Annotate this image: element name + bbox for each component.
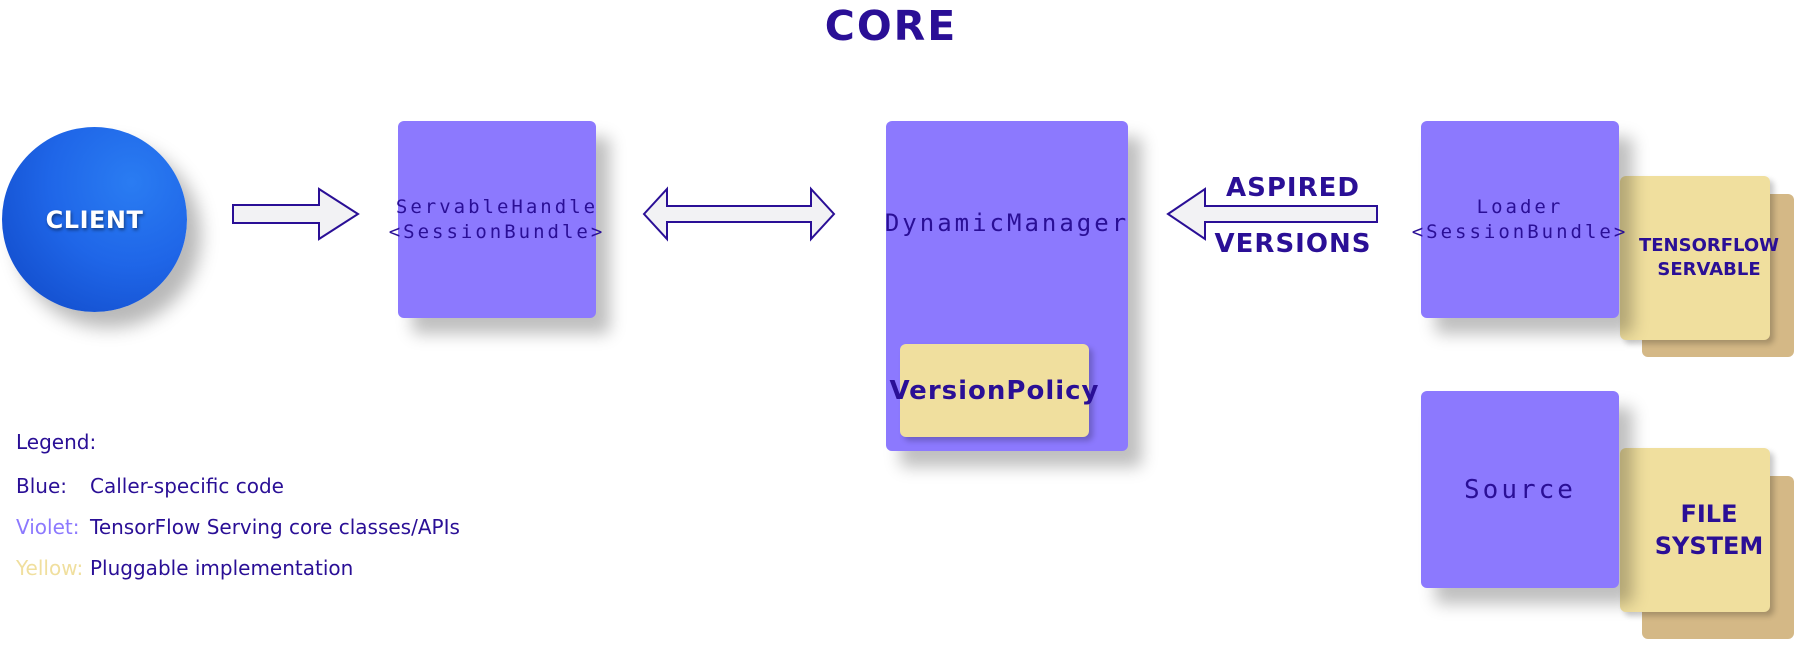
version-policy-label: VersionPolicy xyxy=(889,375,1100,406)
servable-handle-type: <SessionBundle> xyxy=(388,220,606,243)
versions-label: VERSIONS xyxy=(1212,229,1374,259)
servable-handle-label: ServableHandle xyxy=(395,195,599,218)
tensorflow-servable-label-line1: TENSORFLOW xyxy=(1638,235,1780,256)
aspired-versions-arrow xyxy=(1166,187,1378,241)
client-label: CLIENT xyxy=(45,205,144,234)
file-system-label-line1: FILE xyxy=(1680,500,1738,528)
legend-title: Legend: xyxy=(16,430,97,454)
handle-manager-double-arrow xyxy=(642,186,836,242)
client-to-handle-arrow xyxy=(232,187,360,241)
legend-entry: Yellow:Pluggable implementation xyxy=(16,556,353,580)
legend-description: Pluggable implementation xyxy=(90,556,354,580)
servable-handle-node: ServableHandle <SessionBundle> xyxy=(389,121,602,318)
dynamic-manager-label: DynamicManager xyxy=(884,209,1130,237)
file-system-node: FILE SYSTEM xyxy=(1620,448,1770,612)
loader-type: <SessionBundle> xyxy=(1411,220,1629,243)
version-policy-node: VersionPolicy xyxy=(889,344,1099,437)
source-label: Source xyxy=(1464,474,1576,505)
client-node: CLIENT xyxy=(2,127,187,312)
loader-node: Loader <SessionBundle> xyxy=(1412,121,1625,318)
aspired-label: ASPIRED xyxy=(1218,173,1368,203)
legend-entry: Violet: TensorFlow Serving core classes/A… xyxy=(16,515,460,539)
source-node: Source xyxy=(1421,391,1619,588)
tensorflow-servable-label-line2: SERVABLE xyxy=(1657,259,1761,280)
page-title: CORE xyxy=(824,2,958,50)
legend-description: Caller-specific code xyxy=(90,474,284,498)
tensorflow-servable-node: TENSORFLOW SERVABLE xyxy=(1620,176,1779,340)
legend-description: TensorFlow Serving core classes/APIs xyxy=(90,515,460,539)
legend-entry: Blue: Caller-specific code xyxy=(16,474,284,498)
loader-label: Loader xyxy=(1476,195,1564,218)
legend-key: Violet: xyxy=(16,515,80,539)
legend-key: Yellow: xyxy=(16,556,84,580)
legend-key: Blue: xyxy=(16,474,67,498)
file-system-label-line2: SYSTEM xyxy=(1654,532,1764,560)
